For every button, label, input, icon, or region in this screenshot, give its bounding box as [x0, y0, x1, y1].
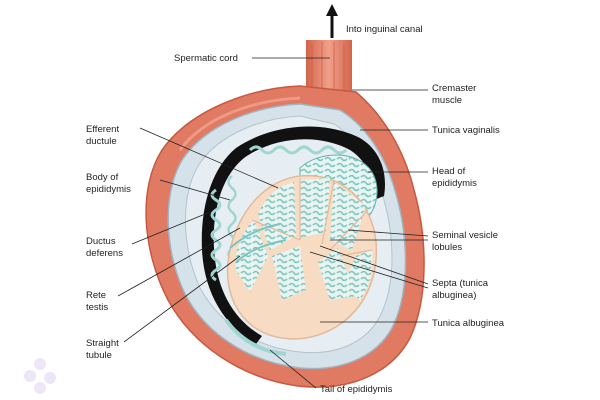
upward-arrow-icon — [326, 4, 338, 38]
ductus-deferens-shape — [201, 126, 385, 344]
label-tunica-albuginea: Tunica albuginea — [432, 318, 505, 329]
body-of-epididymis-coils — [210, 188, 222, 282]
label-tunica-vaginalis: Tunica vaginalis — [432, 125, 500, 136]
label-into-inguinal-canal: Into inguinal canal — [346, 24, 423, 35]
label-spermatic-cord: Spermatic cord — [174, 53, 238, 64]
tail-of-epididymis-shape — [224, 318, 287, 356]
spermatic-cord-shape — [306, 40, 352, 92]
leader-lines — [117, 57, 429, 389]
seminiferous-lobules — [235, 178, 373, 300]
watermark-logo — [24, 358, 56, 394]
label-tail-of-epididymis: Tail of epididymis — [320, 384, 393, 395]
